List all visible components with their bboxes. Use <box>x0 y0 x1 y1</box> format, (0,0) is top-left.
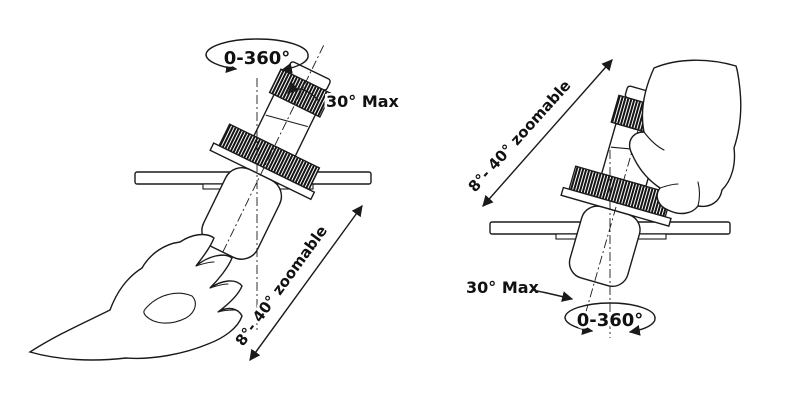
tilt-pointer-arrow-right <box>531 289 574 302</box>
finger-seam <box>659 183 679 189</box>
finger-seam <box>217 309 237 313</box>
tilt-max-label-right: 30° Max <box>466 278 540 297</box>
downlight-fixture-left <box>199 45 333 300</box>
hand-outline <box>28 233 243 361</box>
rotation-arc <box>564 302 656 319</box>
rotation-range-label-right: 0-360° <box>577 310 644 331</box>
zoom-range-label-right: 8°- 40° zoomable <box>465 77 575 196</box>
rotation-arc-arrow <box>564 317 594 336</box>
rotation-arc-arrow <box>628 317 656 336</box>
tilt-pointer-arrow-left <box>287 82 319 101</box>
tilt-axis-line <box>581 75 654 327</box>
rotation-arc-arrow <box>205 54 238 74</box>
thumb <box>143 292 196 324</box>
rotation-arc-arrow <box>280 54 309 74</box>
hand-left <box>28 233 243 361</box>
barrel-detail-line <box>265 114 308 128</box>
finger-seam <box>209 283 229 289</box>
finger-seam <box>195 261 215 267</box>
zoom-range-arrow-right <box>482 59 613 207</box>
left-panel: 0-360° 30° Max 8°- 40° zoomable <box>28 38 402 361</box>
rotation-arrow-right <box>564 302 656 336</box>
finger-seam <box>643 131 665 151</box>
rotation-range-label-left: 0-360° <box>224 48 291 69</box>
zoom-range-arrow-left <box>249 205 363 361</box>
finger-seam <box>697 181 701 207</box>
right-panel: 8°- 40° zoomable 30° Max 0-360° <box>462 59 742 338</box>
rotation-arc <box>205 38 309 56</box>
tilt-max-label-left: 30° Max <box>326 92 400 111</box>
hand-right <box>628 59 742 215</box>
rotation-arrow-left <box>205 38 309 74</box>
